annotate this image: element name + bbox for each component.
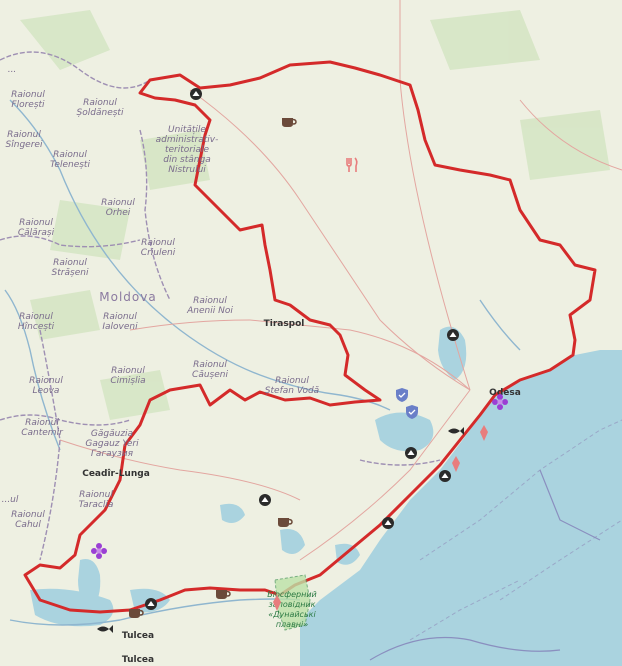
rayon-label: Raionul Cahul	[11, 510, 45, 530]
rayon-label: Raionul Ștefan Vodă	[264, 376, 320, 396]
place-label: ...	[7, 65, 17, 75]
region-border	[23, 60, 597, 614]
rayon-label: Raionul Florești	[11, 90, 45, 110]
city-label-odesa: Odesa	[489, 388, 521, 398]
roads	[59, 0, 622, 561]
rayon-label: Raionul Criuleni	[140, 238, 176, 258]
reserve-label: Біосферний заповідник «Дунайські плавні»	[267, 590, 317, 629]
rivers	[4, 99, 521, 626]
city-label-tulcea-bottom: Tulcea	[121, 655, 155, 665]
rayon-label: Raionul Anenii Noi	[187, 296, 233, 316]
rayon-label: Raionul Sîngerei	[5, 130, 43, 150]
region-label: Unitățile administrativ- teritoriale din…	[155, 125, 219, 175]
region-label: Găgăuzia Gagauz Yeri Гагаузия	[85, 429, 139, 459]
nature-reserve	[274, 574, 311, 631]
rayon-label: Raionul Cimișlia	[110, 366, 146, 386]
rayon-label: Raionul Cantemir	[21, 418, 63, 438]
rayon-label: Raionul Hîncești	[17, 312, 55, 332]
city-label-tiraspol: Tiraspol	[263, 319, 305, 329]
rayon-label: Raionul Ialoveni	[102, 312, 138, 332]
rayon-label: Raionul Șoldănești	[76, 98, 124, 118]
rayon-label: Raionul Orhei	[101, 198, 135, 218]
city-label-tulcea: Tulcea	[121, 631, 155, 641]
rayon-label: Raionul Căușeni	[192, 360, 228, 380]
city-label-ceadir-lunga: Ceadîr-Lunga	[82, 469, 150, 479]
rayon-label: Raionul Taraclia	[78, 490, 114, 510]
place-label: ...ul	[1, 495, 19, 505]
rayon-label: Raionul Călărași	[17, 218, 55, 238]
rayon-label: Raionul Leova	[29, 376, 63, 396]
forest-areas	[20, 10, 610, 420]
admin-boundaries	[0, 51, 441, 561]
rayon-label: Raionul Strășeni	[51, 258, 89, 278]
sea-lines	[369, 469, 601, 661]
rayon-label: Raionul Telenești	[50, 150, 90, 170]
country-label: Moldova	[99, 290, 157, 304]
black-sea	[300, 350, 622, 666]
